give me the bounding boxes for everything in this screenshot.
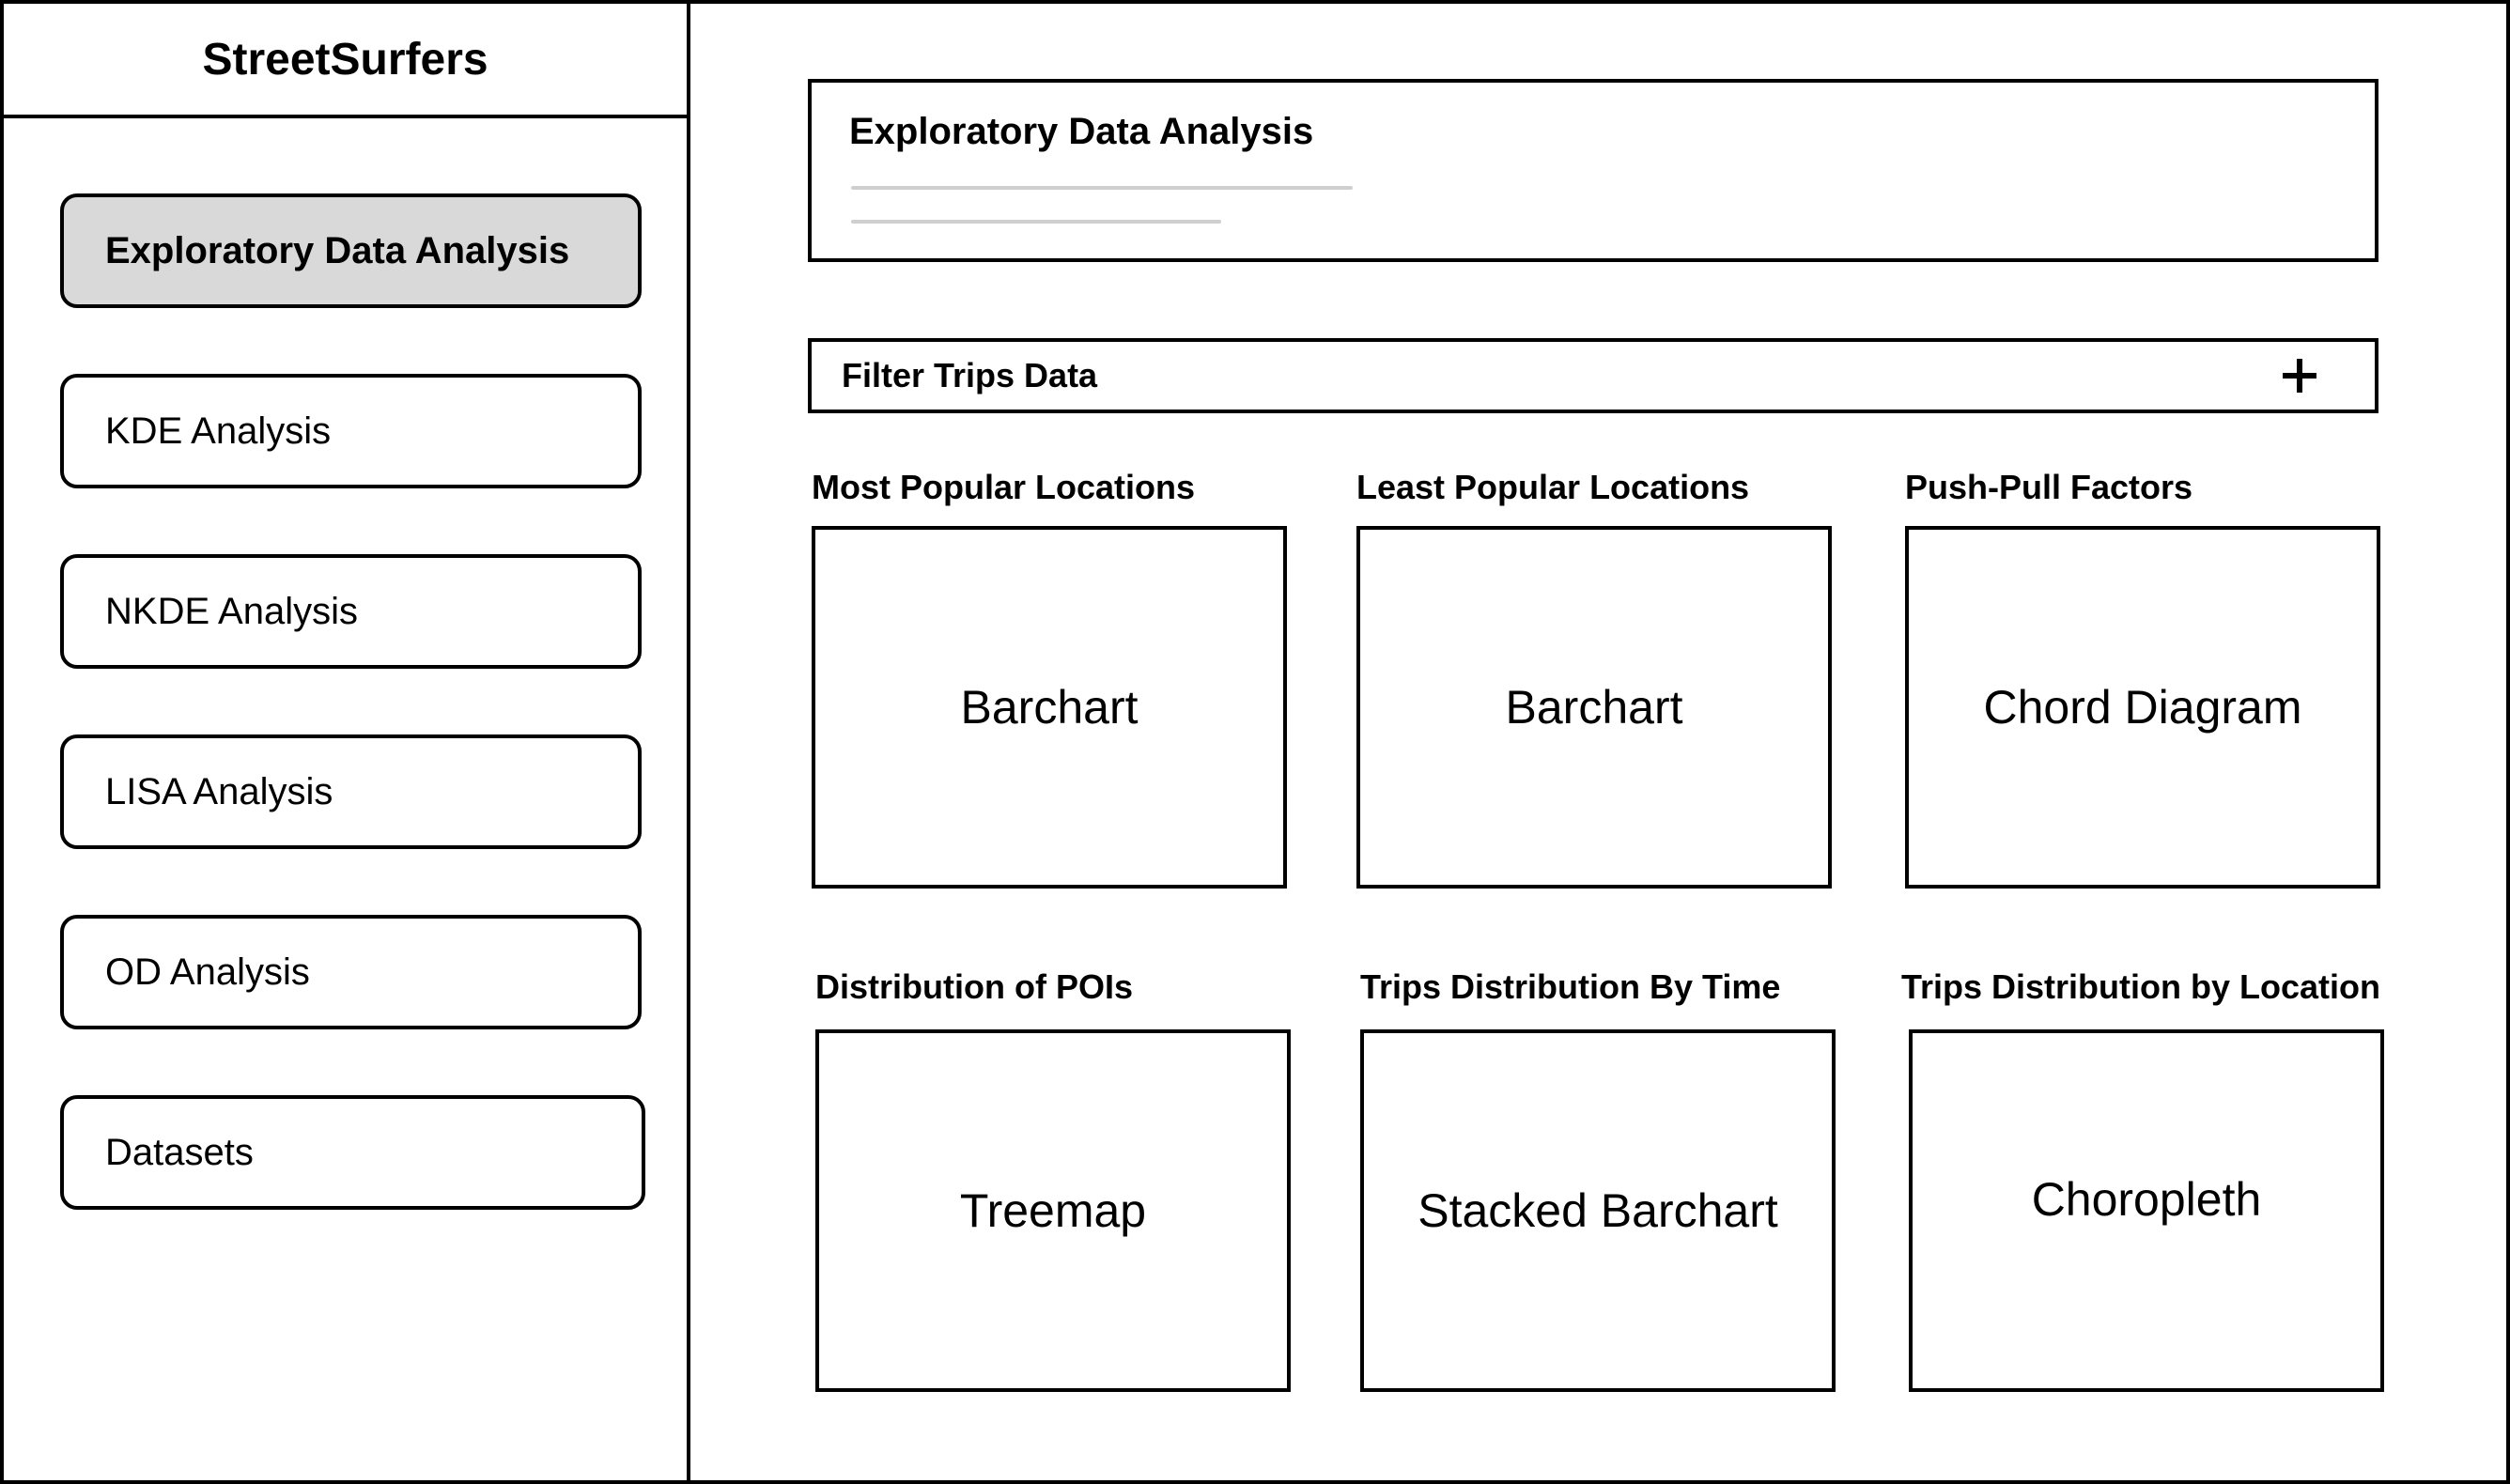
plus-icon[interactable] [2283, 359, 2316, 393]
page-title: Exploratory Data Analysis [849, 111, 1314, 152]
chart-card-least-popular-locations[interactable]: Barchart [1356, 526, 1832, 889]
chart-placeholder-label: Barchart [1505, 681, 1683, 734]
chart-card-trips-distribution-by-time[interactable]: Stacked Barchart [1360, 1029, 1836, 1392]
chart-placeholder-label: Chord Diagram [1983, 681, 2302, 734]
filter-trips-panel[interactable]: Filter Trips Data [808, 338, 2378, 413]
card-title-most-popular-locations: Most Popular Locations [812, 468, 1196, 506]
placeholder-line [851, 220, 1221, 224]
chart-card-trips-distribution-by-location[interactable]: Choropleth [1909, 1029, 2384, 1392]
sidebar-item-kde-analysis[interactable]: KDE Analysis [60, 374, 642, 488]
card-title-least-popular-locations: Least Popular Locations [1356, 468, 1750, 506]
chart-placeholder-label: Choropleth [2031, 1173, 2262, 1226]
sidebar-item-label: Datasets [105, 1131, 254, 1173]
sidebar-item-exploratory-data-analysis[interactable]: Exploratory Data Analysis [60, 193, 642, 308]
sidebar-item-label: NKDE Analysis [105, 590, 358, 632]
card-title-trips-distribution-by-time: Trips Distribution By Time [1360, 967, 1781, 1006]
filter-label: Filter Trips Data [842, 356, 1098, 394]
sidebar-item-label: OD Analysis [105, 951, 310, 993]
chart-placeholder-label: Stacked Barchart [1418, 1184, 1778, 1237]
chart-card-push-pull-factors[interactable]: Chord Diagram [1905, 526, 2380, 889]
page-header-card: Exploratory Data Analysis [808, 79, 2378, 262]
sidebar-item-label: LISA Analysis [105, 770, 333, 812]
sidebar-item-od-analysis[interactable]: OD Analysis [60, 915, 642, 1029]
sidebar-item-nkde-analysis[interactable]: NKDE Analysis [60, 554, 642, 669]
card-title-trips-distribution-by-location: Trips Distribution by Location [1901, 967, 2381, 1006]
chart-placeholder-label: Treemap [959, 1184, 1147, 1237]
sidebar-item-label: KDE Analysis [105, 410, 332, 452]
chart-placeholder-label: Barchart [960, 681, 1139, 734]
sidebar: StreetSurfers Exploratory Data Analysis … [4, 4, 690, 1484]
chart-card-most-popular-locations[interactable]: Barchart [812, 526, 1287, 889]
sidebar-item-datasets[interactable]: Datasets [60, 1095, 645, 1210]
chart-card-distribution-of-pois[interactable]: Treemap [815, 1029, 1291, 1392]
placeholder-line [851, 186, 1353, 190]
sidebar-item-label: Exploratory Data Analysis [105, 229, 570, 271]
card-title-push-pull-factors: Push-Pull Factors [1905, 468, 2193, 506]
app-brand: StreetSurfers [4, 4, 687, 118]
card-title-distribution-of-pois: Distribution of POIs [815, 967, 1133, 1006]
sidebar-item-lisa-analysis[interactable]: LISA Analysis [60, 734, 642, 849]
